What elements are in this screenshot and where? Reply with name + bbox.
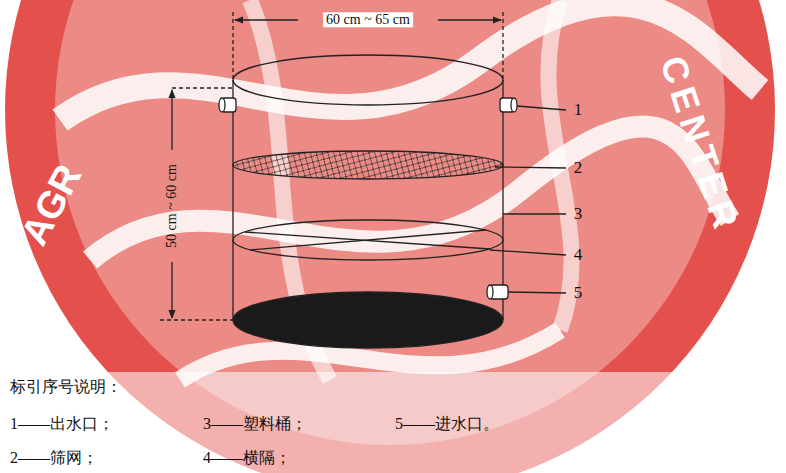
dimension-text: 60 cm ~ 65 cm <box>323 12 413 27</box>
bucket-drawing <box>160 12 566 348</box>
dimension-text: 50 cm ~ 60 cm <box>164 164 179 248</box>
callout-number: 4 <box>574 246 583 265</box>
legend-heading: 标引序号说明： <box>10 378 122 396</box>
callout-number: 2 <box>574 159 583 178</box>
legend-item: 1——出水口； <box>10 415 114 433</box>
legend-item: 2——筛网； <box>10 449 98 467</box>
callout-number: 5 <box>574 284 583 303</box>
legend-item: 3——塑料桶； <box>203 415 307 433</box>
legend-item: 5——进水口。 <box>395 415 499 433</box>
callout-number: 3 <box>574 205 583 224</box>
legend-item: 4——横隔； <box>203 449 291 467</box>
callout-number: 1 <box>574 101 583 120</box>
